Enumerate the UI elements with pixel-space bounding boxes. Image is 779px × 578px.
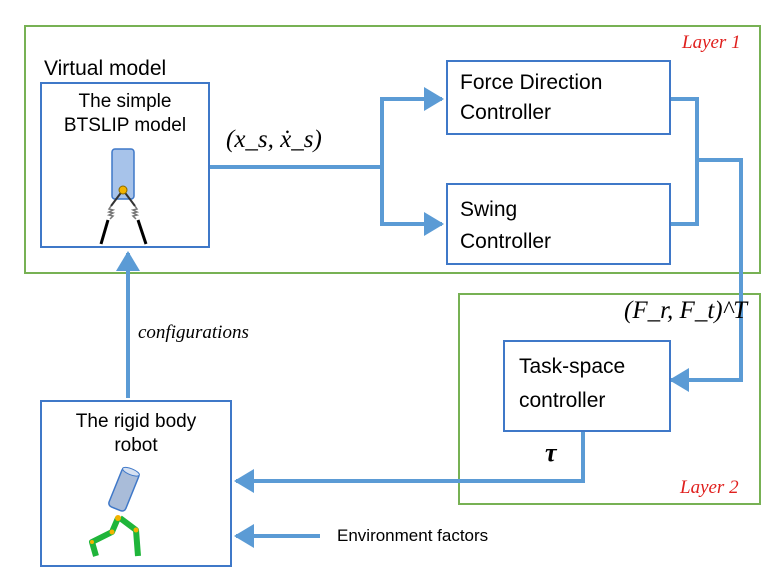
layer1-container	[24, 25, 761, 274]
configurations-label: configurations	[138, 322, 249, 343]
force-direction-line2: Controller	[460, 101, 552, 124]
btslip-box-line2: BTSLIP model	[63, 115, 187, 136]
split-to-swing-arrow	[380, 167, 444, 236]
layer1-label: Layer 1	[682, 32, 741, 53]
rigid-body-robot-box[interactable]: The rigid body robot	[40, 400, 232, 567]
force-out-line	[671, 97, 699, 226]
torque-label: τ	[545, 438, 557, 467]
merge-to-task-arrow	[669, 158, 743, 392]
force-direction-controller-box[interactable]: Force Direction Controller	[446, 60, 671, 135]
environment-factors-label: Environment factors	[337, 526, 489, 545]
task-space-line1: Task-space	[519, 355, 626, 378]
state-label: (x_s, ẋ_s)	[226, 126, 322, 153]
robot-line2: robot	[114, 435, 158, 456]
layer2-label: Layer 2	[680, 477, 739, 498]
swing-controller-line1: Swing	[460, 198, 518, 221]
virtual-model-title: Virtual model	[44, 57, 167, 80]
swing-controller-line2: Controller	[460, 230, 552, 253]
task-space-line2: controller	[519, 389, 606, 412]
task-space-controller-box[interactable]: Task-space controller	[503, 340, 671, 432]
force-label: (F_r, F_t)^T	[624, 297, 748, 324]
robot-icon	[89, 466, 141, 557]
torque-arrow	[234, 432, 585, 493]
force-direction-line1: Force Direction	[460, 71, 603, 94]
robot-line1: The rigid body	[75, 411, 197, 432]
swing-controller-box[interactable]: Swing Controller	[446, 183, 671, 265]
btslip-model-box[interactable]: The simple BTSLIP model	[40, 82, 210, 248]
layer2-container	[458, 293, 761, 505]
split-to-force-arrow	[380, 87, 444, 167]
btslip-model-icon	[99, 148, 148, 245]
btslip-box-line1: The simple	[78, 91, 172, 112]
